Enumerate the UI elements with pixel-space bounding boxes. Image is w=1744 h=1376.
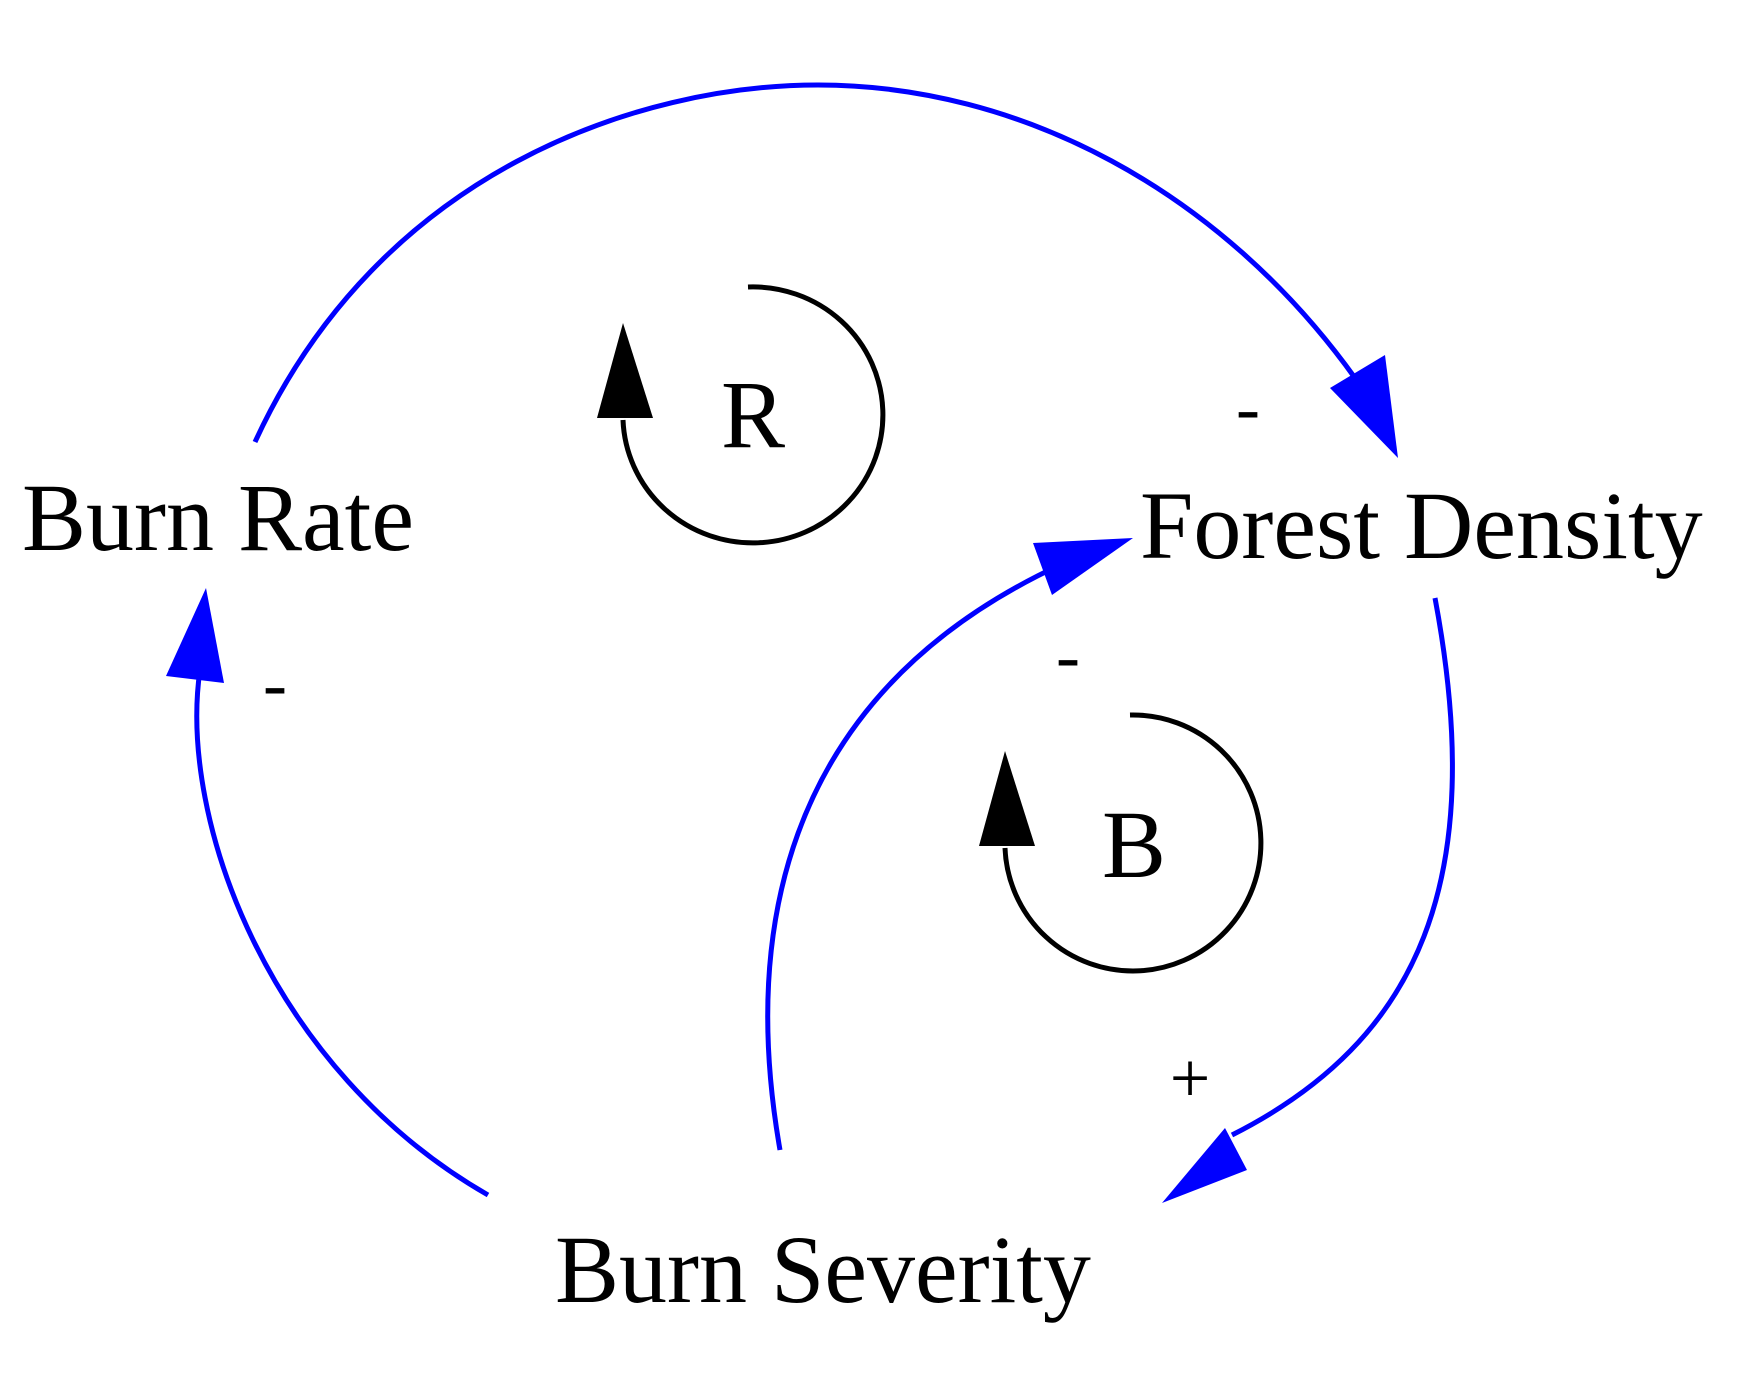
link-burn-severity-to-forest-density: - bbox=[765, 538, 1133, 1151]
loop-label: R bbox=[721, 361, 785, 468]
link-polarity: - bbox=[263, 644, 287, 724]
loop-marker-balancing: B bbox=[979, 712, 1264, 974]
loop-arc bbox=[620, 284, 886, 546]
link-burn-rate-to-forest-density: - bbox=[252, 82, 1398, 458]
node-burn-rate: Burn Rate bbox=[22, 464, 414, 571]
link-polarity: + bbox=[1170, 1038, 1211, 1118]
link-curve bbox=[252, 82, 1358, 444]
arrowhead bbox=[1330, 355, 1398, 458]
loop-marker-reinforcing: R bbox=[597, 284, 886, 546]
link-curve bbox=[765, 562, 1062, 1151]
link-polarity: - bbox=[1236, 368, 1260, 448]
link-curve bbox=[194, 669, 490, 1198]
loop-label: B bbox=[1102, 791, 1166, 898]
arrowhead bbox=[1033, 538, 1133, 595]
node-forest-density: Forest Density bbox=[1140, 472, 1703, 579]
link-burn-severity-to-burn-rate: - bbox=[166, 588, 490, 1198]
arrowhead bbox=[166, 588, 224, 683]
loop-arrowhead bbox=[979, 751, 1035, 846]
link-curve bbox=[1230, 597, 1455, 1138]
link-forest-density-to-burn-severity: + bbox=[1162, 597, 1455, 1203]
link-polarity: - bbox=[1056, 616, 1080, 696]
loop-arc bbox=[1002, 712, 1264, 974]
node-burn-severity: Burn Severity bbox=[555, 1216, 1091, 1323]
loop-arrowhead bbox=[597, 323, 653, 418]
arrowhead bbox=[1162, 1128, 1247, 1203]
